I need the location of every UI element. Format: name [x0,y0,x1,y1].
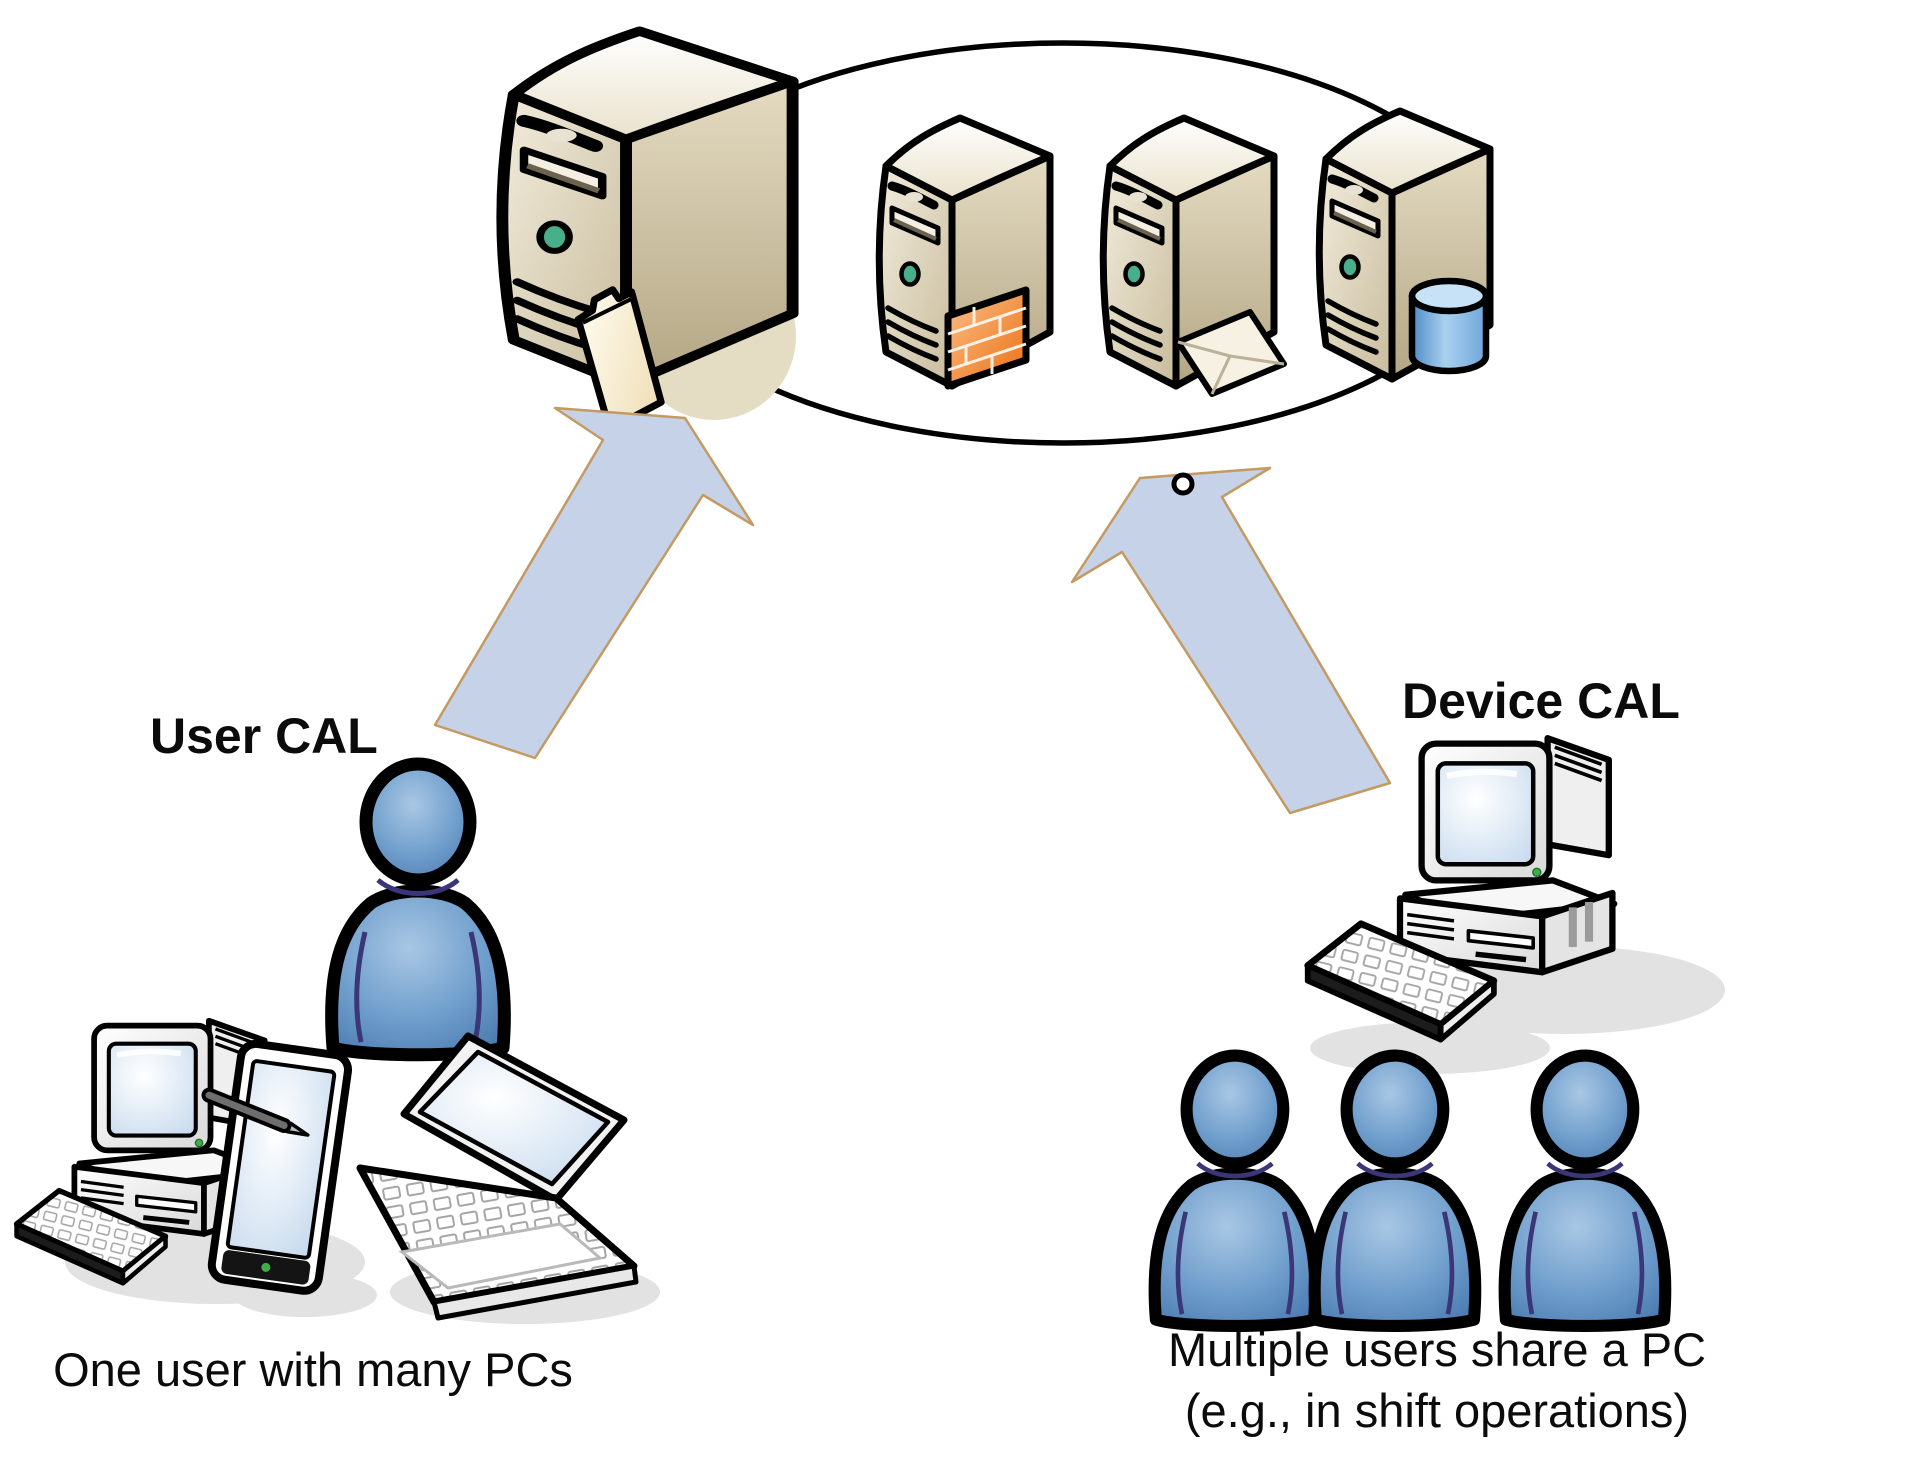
right-caption-line1: Multiple users share a PC [1168,1323,1706,1376]
mail-server-icon [1103,118,1287,397]
user-cal-arrow [433,406,755,760]
shared-pc-icon [1400,738,1614,972]
database-server-icon [1319,111,1490,379]
stylus-icon [201,1087,310,1137]
shift-user-1-icon [1155,1056,1316,1326]
device-cal-label: Device CAL [1402,673,1680,729]
left-caption: One user with many PCs [53,1343,573,1396]
device-cal-arrow [1070,466,1392,815]
database-icon [1408,277,1490,375]
firewall-server-icon [879,118,1050,386]
user-cal-label: User CAL [150,708,378,764]
right-caption-line2: (e.g., in shift operations) [1185,1384,1689,1437]
firewall-icon [944,286,1030,390]
laptop-icon [356,1032,639,1321]
user-person-icon [332,764,505,1055]
shift-user-3-icon [1505,1056,1666,1326]
shift-user-2-icon [1315,1056,1476,1326]
arrow-handle-dot [1171,472,1195,496]
envelope-icon [1175,309,1287,397]
